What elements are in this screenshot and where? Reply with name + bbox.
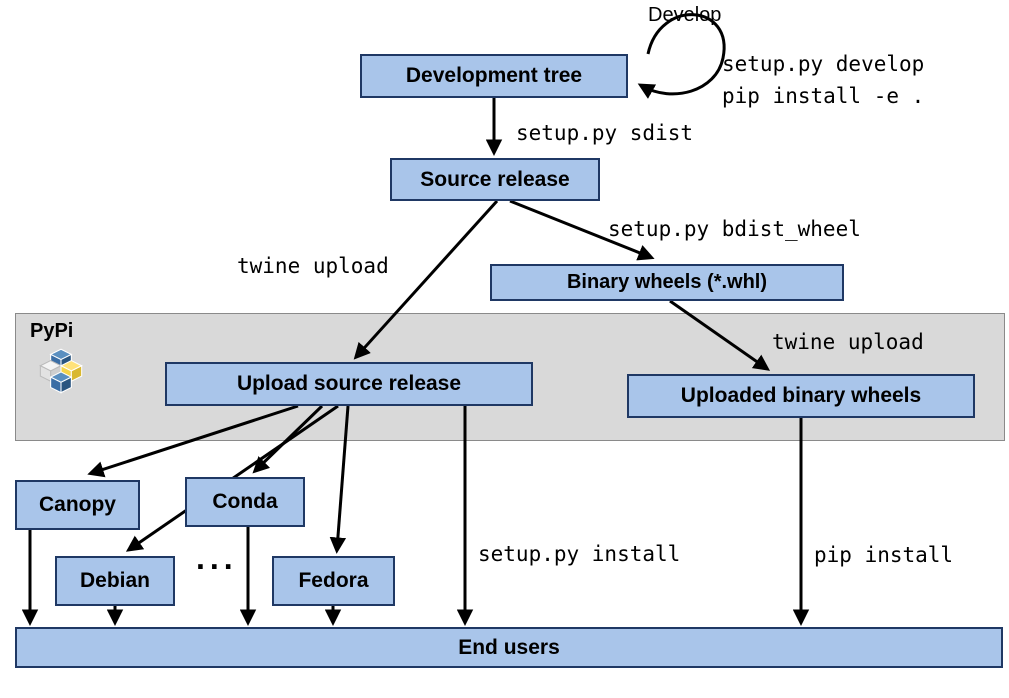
label-setup-bdist-wheel: setup.py bdist_wheel xyxy=(608,217,861,241)
node-conda: Conda xyxy=(185,477,305,527)
label-pip-install-editable: pip install -e . xyxy=(722,84,925,108)
label-pip-install: pip install xyxy=(814,543,954,567)
node-binary-wheels: Binary wheels (*.whl) xyxy=(490,264,844,301)
label-ellipsis: ... xyxy=(196,540,238,576)
pypi-band-title: PyPi xyxy=(30,320,74,342)
node-upload-source-release: Upload source release xyxy=(165,362,533,406)
node-debian: Debian xyxy=(55,556,175,606)
node-uploaded-binary-wheels: Uploaded binary wheels xyxy=(627,374,975,418)
node-canopy: Canopy xyxy=(15,480,140,530)
label-twine-upload-source: twine upload xyxy=(237,254,389,278)
node-fedora: Fedora xyxy=(272,556,395,606)
label-setup-sdist: setup.py sdist xyxy=(516,121,694,145)
pypi-logo-icon xyxy=(39,348,83,394)
node-source-release: Source release xyxy=(390,158,600,201)
label-develop: Develop xyxy=(648,4,722,26)
label-twine-upload-wheels: twine upload xyxy=(772,330,924,354)
node-end-users: End users xyxy=(15,627,1003,668)
label-setup-develop: setup.py develop xyxy=(722,52,925,76)
label-setup-install: setup.py install xyxy=(478,542,681,566)
node-development-tree: Development tree xyxy=(360,54,628,98)
